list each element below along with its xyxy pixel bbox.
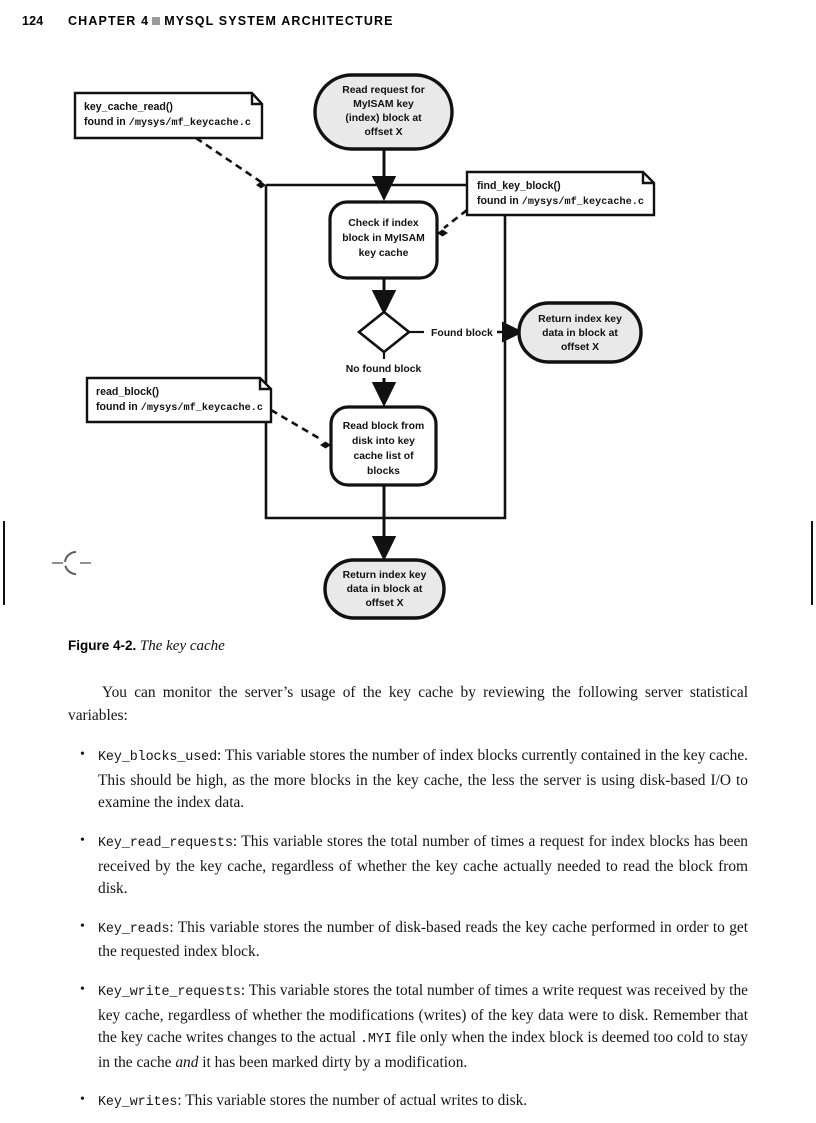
node-read-block-line4: blocks bbox=[367, 466, 400, 477]
note-find-key-block-path: /mysys/mf_keycache.c bbox=[522, 196, 644, 208]
svg-text:found in /mysys/mf_keycache.c: found in /mysys/mf_keycache.c bbox=[84, 116, 251, 129]
scan-edge-mark-right bbox=[811, 521, 813, 605]
node-return-found-line3: offset X bbox=[561, 342, 599, 353]
node-read-block-line1: Read block from bbox=[343, 421, 424, 432]
chapter-subject: MYSQL SYSTEM ARCHITECTURE bbox=[164, 14, 394, 28]
list-item: • Key_writes: This variable stores the n… bbox=[68, 1090, 748, 1115]
note-key-cache-read-path: /mysys/mf_keycache.c bbox=[129, 117, 251, 129]
file-extension-literal: .MYI bbox=[359, 1032, 392, 1048]
figure-caption-title: The key cache bbox=[139, 638, 225, 654]
node-read-request-line3: (index) block at bbox=[345, 113, 422, 124]
note-find-key-block: find_key_block() found in /mysys/mf_keyc… bbox=[437, 170, 656, 237]
note-find-key-block-prefix: found in bbox=[477, 195, 522, 207]
variable-name: Key_write_requests bbox=[98, 984, 241, 1000]
edge-label-found-block: Found block bbox=[431, 328, 493, 339]
node-check-line1: Check if index bbox=[348, 218, 419, 229]
node-read-block-line2: disk into key bbox=[352, 436, 415, 447]
note-read-block-path: /mysys/mf_keycache.c bbox=[141, 402, 263, 414]
variable-description: : This variable stores the number of act… bbox=[177, 1092, 528, 1110]
margin-scan-artifact bbox=[52, 551, 91, 575]
list-item: • Key_write_requests: This variable stor… bbox=[68, 980, 748, 1074]
node-read-request-line2: MyISAM key bbox=[353, 99, 414, 110]
node-return-found-line2: data in block at bbox=[542, 328, 618, 339]
status-variable-list: • Key_blocks_used: This variable stores … bbox=[68, 745, 748, 1115]
figure-caption-label: Figure 4-2. bbox=[68, 638, 137, 653]
note-key-cache-read-title: key_cache_read() bbox=[84, 101, 173, 113]
variable-name: Key_blocks_used bbox=[98, 750, 218, 766]
variable-description-part1: : This variable stores the total number … bbox=[98, 981, 748, 1047]
bullet-icon: • bbox=[80, 1092, 85, 1108]
node-return-end-line3: offset X bbox=[365, 598, 403, 609]
node-return-end-line2: data in block at bbox=[347, 584, 423, 595]
variable-description: : This variable stores the number of ind… bbox=[98, 747, 748, 812]
chapter-title: CHAPTER 4 MYSQL SYSTEM ARCHITECTURE bbox=[68, 14, 394, 28]
variable-name: Key_read_requests bbox=[98, 835, 233, 851]
variable-description-part3: it has been marked dirty by a modificati… bbox=[198, 1053, 468, 1071]
square-bullet-icon bbox=[152, 17, 161, 25]
edge-found-block: Found block bbox=[409, 321, 524, 343]
bullet-icon: • bbox=[80, 981, 85, 997]
note-read-block-prefix: found in bbox=[96, 401, 141, 413]
running-head: 124 CHAPTER 4 MYSQL SYSTEM ARCHITECTURE bbox=[0, 14, 816, 34]
list-item: • Key_reads: This variable stores the nu… bbox=[68, 917, 748, 964]
svg-text:found in /mysys/mf_keycache.c: found in /mysys/mf_keycache.c bbox=[477, 195, 644, 208]
node-check-index-block: Check if index block in MyISAM key cache bbox=[328, 200, 439, 280]
edge-no-found-block: No found block bbox=[346, 352, 422, 407]
node-check-line3: key cache bbox=[359, 248, 409, 259]
variable-name: Key_writes bbox=[98, 1095, 178, 1111]
note-read-block-title: read_block() bbox=[96, 386, 159, 398]
figure-caption: Figure 4-2. The key cache bbox=[68, 637, 225, 655]
node-return-found: Return index key data in block at offset… bbox=[517, 301, 643, 364]
bullet-icon: • bbox=[80, 918, 85, 934]
list-item: • Key_read_requests: This variable store… bbox=[68, 831, 748, 901]
bullet-icon: • bbox=[80, 832, 85, 848]
node-return-end-line1: Return index key bbox=[343, 570, 427, 581]
node-read-request-line4: offset X bbox=[364, 127, 402, 138]
bullet-icon: • bbox=[80, 747, 85, 763]
note-key-cache-read-prefix: found in bbox=[84, 116, 129, 128]
variable-description: : This variable stores the total number … bbox=[98, 832, 748, 898]
list-item: • Key_blocks_used: This variable stores … bbox=[68, 745, 748, 815]
figure-key-cache-diagram: Read request for MyISAM key (index) bloc… bbox=[0, 60, 816, 630]
scan-edge-mark-left bbox=[3, 521, 5, 605]
body-content: You can monitor the server’s usage of th… bbox=[68, 682, 748, 1115]
node-read-block-line3: cache list of bbox=[353, 451, 414, 462]
emphasis-and: and bbox=[175, 1053, 199, 1071]
svg-text:found in /mysys/mf_keycache.c: found in /mysys/mf_keycache.c bbox=[96, 401, 263, 414]
note-find-key-block-title: find_key_block() bbox=[477, 180, 561, 192]
variable-description-part2: file only when the index block is deemed… bbox=[98, 1029, 748, 1071]
node-read-request: Read request for MyISAM key (index) bloc… bbox=[313, 73, 454, 151]
node-return-found-line1: Return index key bbox=[538, 314, 622, 325]
note-read-block: read_block() found in /mysys/mf_keycache… bbox=[85, 376, 331, 449]
variable-name: Key_reads bbox=[98, 921, 170, 937]
chapter-label: CHAPTER 4 bbox=[68, 14, 150, 28]
note-key-cache-read: key_cache_read() found in /mysys/mf_keyc… bbox=[73, 91, 266, 189]
page-number: 124 bbox=[22, 14, 44, 28]
node-return-end: Return index key data in block at offset… bbox=[323, 558, 446, 620]
node-check-line2: block in MyISAM bbox=[342, 233, 425, 244]
edge-label-no-found-block: No found block bbox=[346, 364, 422, 375]
node-read-block-from-disk: Read block from disk into key cache list… bbox=[329, 405, 438, 487]
variable-description: : This variable stores the number of dis… bbox=[98, 918, 748, 961]
intro-paragraph: You can monitor the server’s usage of th… bbox=[68, 684, 748, 724]
node-read-request-line1: Read request for bbox=[342, 85, 425, 96]
node-decision-found bbox=[356, 310, 412, 354]
